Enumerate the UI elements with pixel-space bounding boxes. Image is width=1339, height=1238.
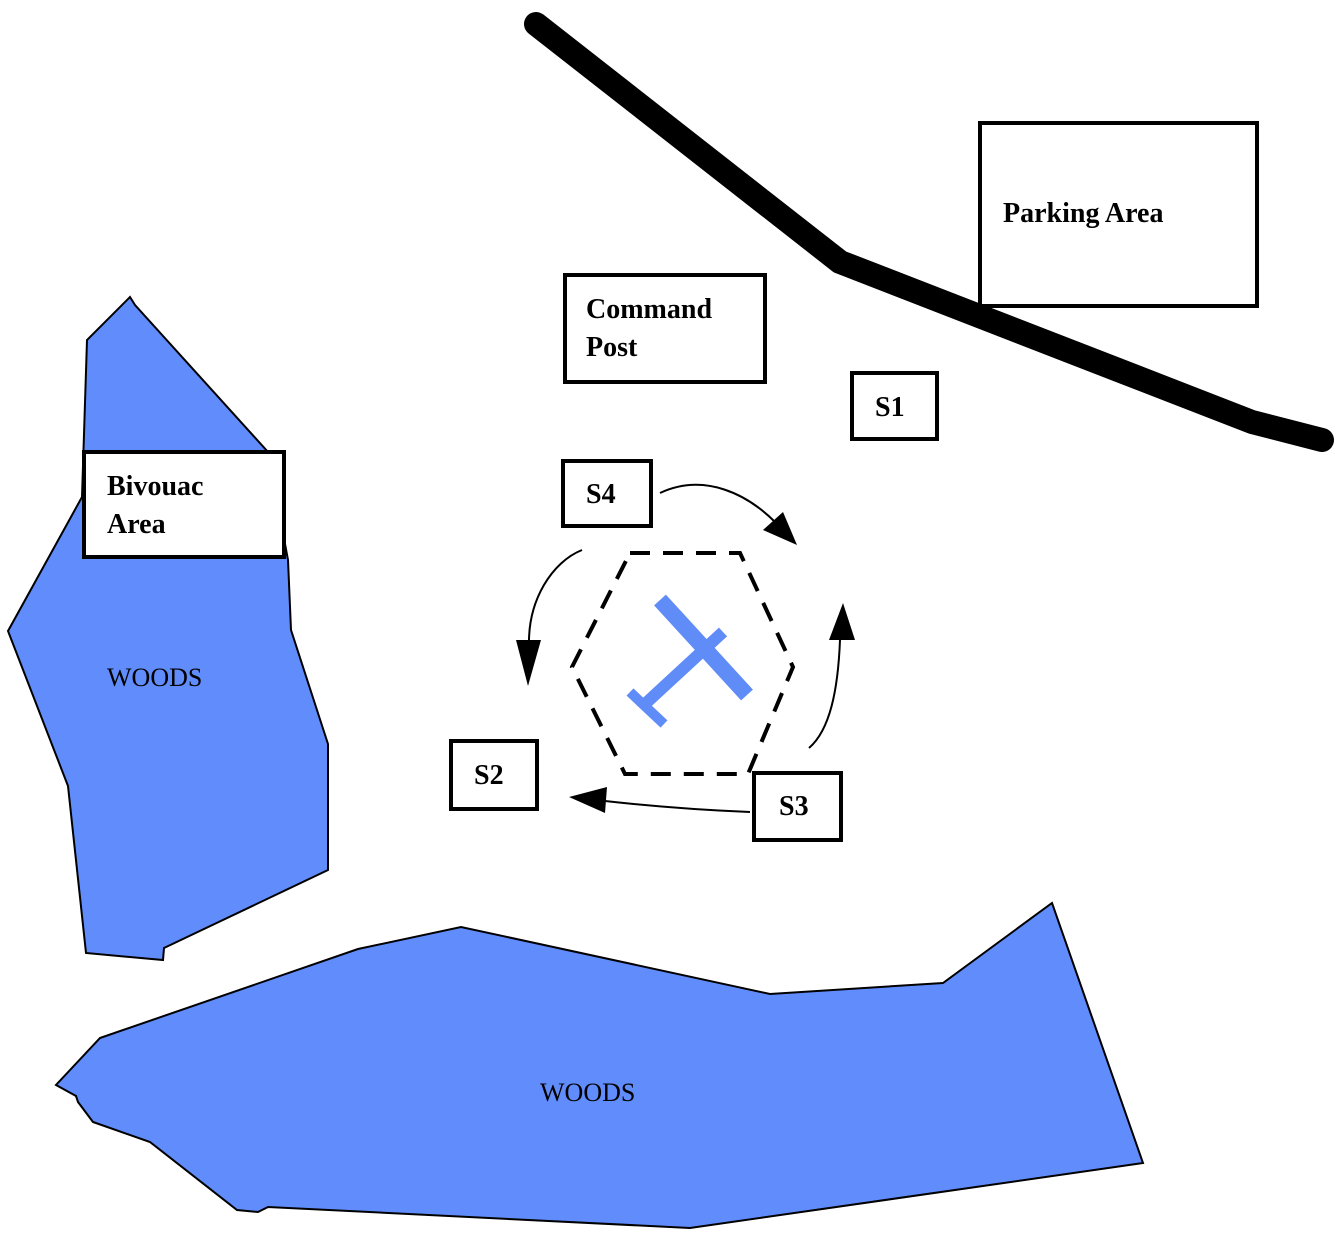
bivouac-area-label-line1: Bivouac <box>107 471 203 502</box>
arrowhead-s4-to-east <box>763 512 797 545</box>
station-s3-box <box>752 771 843 842</box>
arrowhead-west-down <box>516 640 541 686</box>
bivouac-area-box <box>82 450 286 559</box>
station-s3-label: S3 <box>779 791 809 822</box>
hexagon-dashed-perimeter <box>569 551 796 776</box>
arrow-s3-to-s2 <box>604 800 751 813</box>
aircraft-icon <box>626 594 753 728</box>
woods-left-label: WOODS <box>107 663 202 692</box>
arrowhead-east-up <box>829 603 855 640</box>
arrowhead-s3-to-s2 <box>569 787 607 813</box>
road <box>524 12 1334 452</box>
woods-bottom-area <box>54 901 1145 1230</box>
curved-arrow-s4-to-east <box>659 483 776 523</box>
command-post-label-line2: Post <box>586 332 638 363</box>
station-s1-label: S1 <box>875 392 905 423</box>
station-s1-box <box>850 371 939 441</box>
command-post-box <box>563 273 767 384</box>
parking-area-box <box>978 121 1259 308</box>
woods-bottom-label: WOODS <box>540 1078 635 1107</box>
station-s4-label: S4 <box>586 479 616 510</box>
woods-left-area <box>6 295 329 962</box>
bivouac-area-label-line2: Area <box>107 509 166 540</box>
station-s2-box <box>449 739 539 811</box>
station-s4-box <box>561 459 653 528</box>
curved-arrow-east-up <box>808 639 841 749</box>
parking-area-label: Parking Area <box>1003 198 1163 229</box>
command-post-label-line1: Command <box>586 294 712 325</box>
station-s2-label: S2 <box>474 760 504 791</box>
curved-arrow-west-down <box>527 549 583 646</box>
